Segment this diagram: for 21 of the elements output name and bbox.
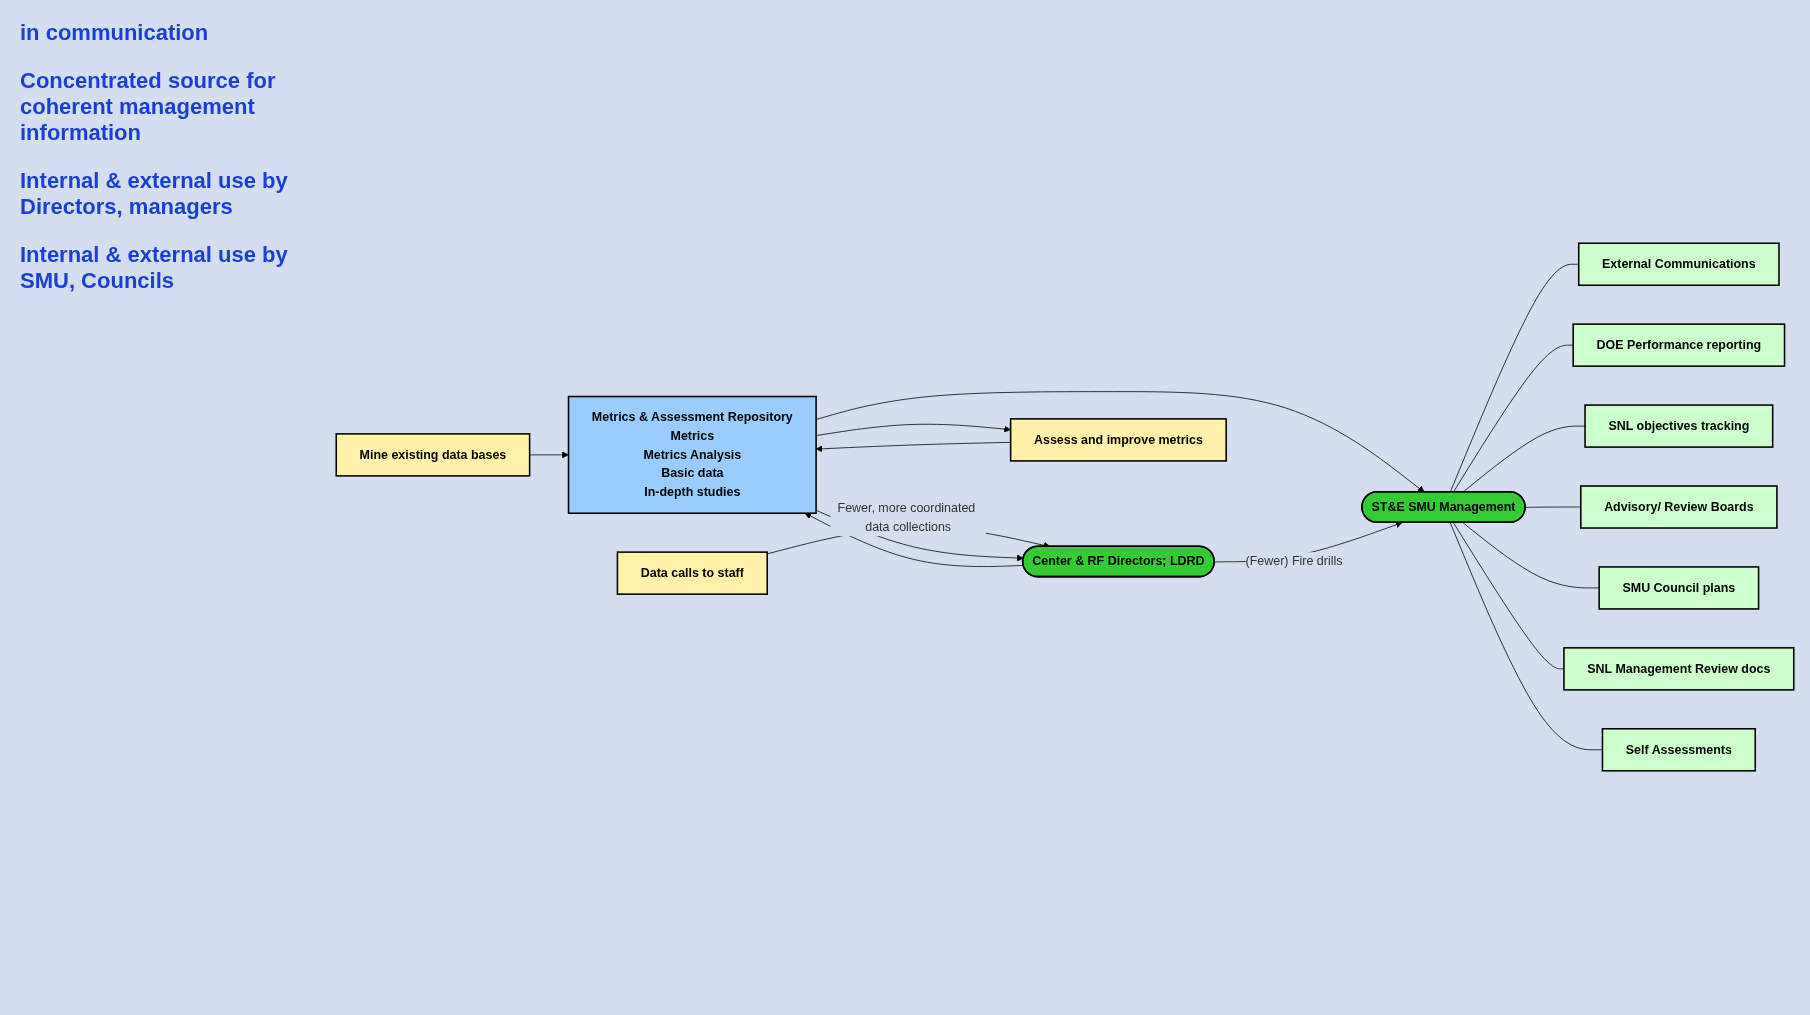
note-text: Internal & external use by SMU, Councils	[20, 242, 289, 294]
node-box: Data calls to staff	[616, 551, 768, 596]
node-box: Mine existing data bases	[335, 433, 531, 478]
connector	[1462, 426, 1586, 494]
connector	[1462, 522, 1600, 589]
connector	[1452, 345, 1574, 494]
edge-label: Fewer, more coordinated data collections	[837, 501, 976, 534]
note-text: Internal & external use by Directors, managers	[20, 168, 289, 220]
node-box: Self Assessments	[1601, 728, 1757, 773]
connector	[1449, 522, 1603, 751]
node-box: Metrics & Assessment Repository Metrics Metrics Analysis Basic data In-depth studies	[567, 396, 817, 515]
edge-label: (Fewer) Fire drills	[1245, 554, 1343, 569]
node-box: SNL Management Review docs	[1563, 647, 1795, 692]
node-box: External Communications	[1577, 242, 1780, 287]
node-box: SMU Council plans	[1598, 566, 1760, 611]
node-box: Assess and improve metrics	[1009, 418, 1227, 463]
note-text: in communication	[20, 20, 210, 46]
note-text: Concentrated source for coherent management information	[20, 68, 277, 146]
node-box: Advisory/ Review Boards	[1580, 485, 1778, 530]
node-box: DOE Performance reporting	[1572, 323, 1786, 368]
node-box: SNL objectives tracking	[1584, 404, 1774, 449]
